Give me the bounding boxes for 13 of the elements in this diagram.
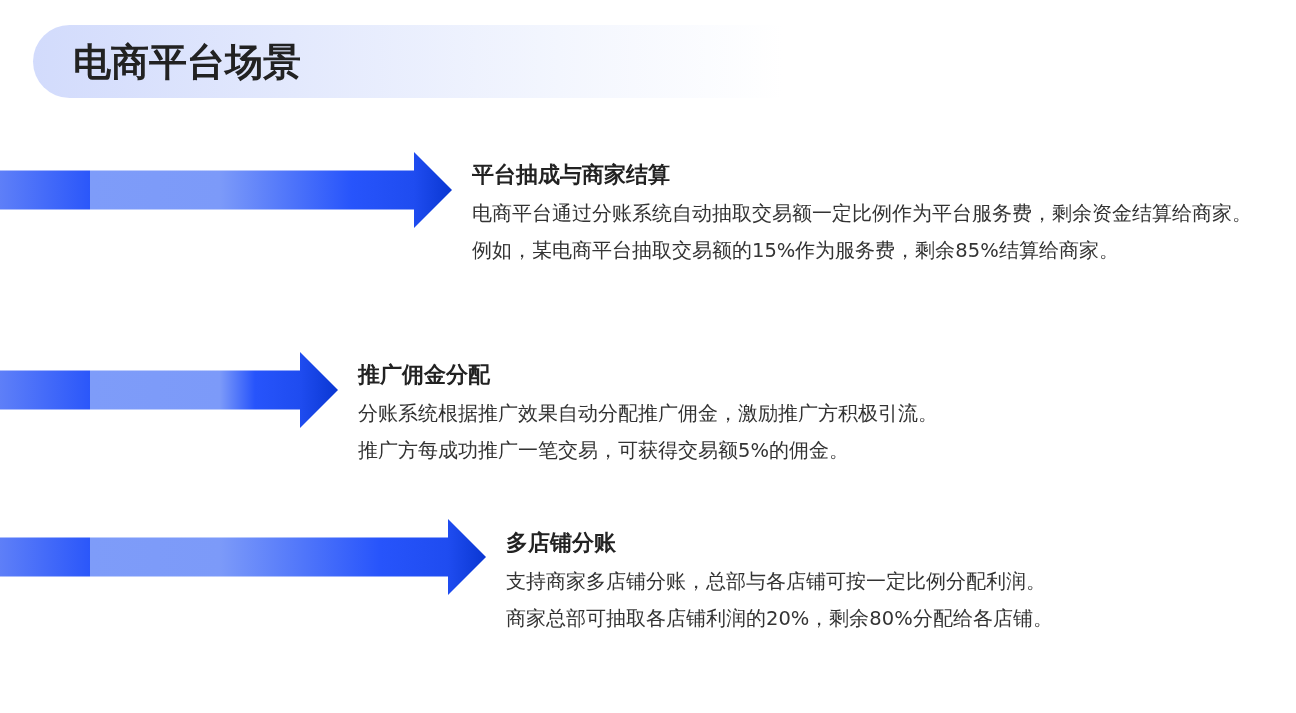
page-title: 电商平台场景 [73,39,301,85]
section-heading: 平台抽成与商家结算 [472,161,671,189]
description-text: 分账系统根据推广效果自动分配推广佣金，激励推广方积极引流。 [358,401,938,427]
arrow [0,519,486,595]
section-heading: 多店铺分账 [506,529,617,557]
description-text: 商家总部可抽取各店铺利润的20%，剩余80%分配给各店铺。 [506,606,1053,632]
arrow [0,352,338,428]
description-text: 例如，某电商平台抽取交易额的15%作为服务费，剩余85%结算给商家。 [472,238,1120,264]
description-text: 推广方每成功推广一笔交易，可获得交易额5%的佣金。 [358,438,850,464]
arrow [0,152,452,228]
section-heading: 推广佣金分配 [358,361,491,389]
description-text: 支持商家多店铺分账，总部与各店铺可按一定比例分配利润。 [506,569,1047,595]
description-text: 电商平台通过分账系统自动抽取交易额一定比例作为平台服务费，剩余资金结算给商家。 [472,201,1252,227]
